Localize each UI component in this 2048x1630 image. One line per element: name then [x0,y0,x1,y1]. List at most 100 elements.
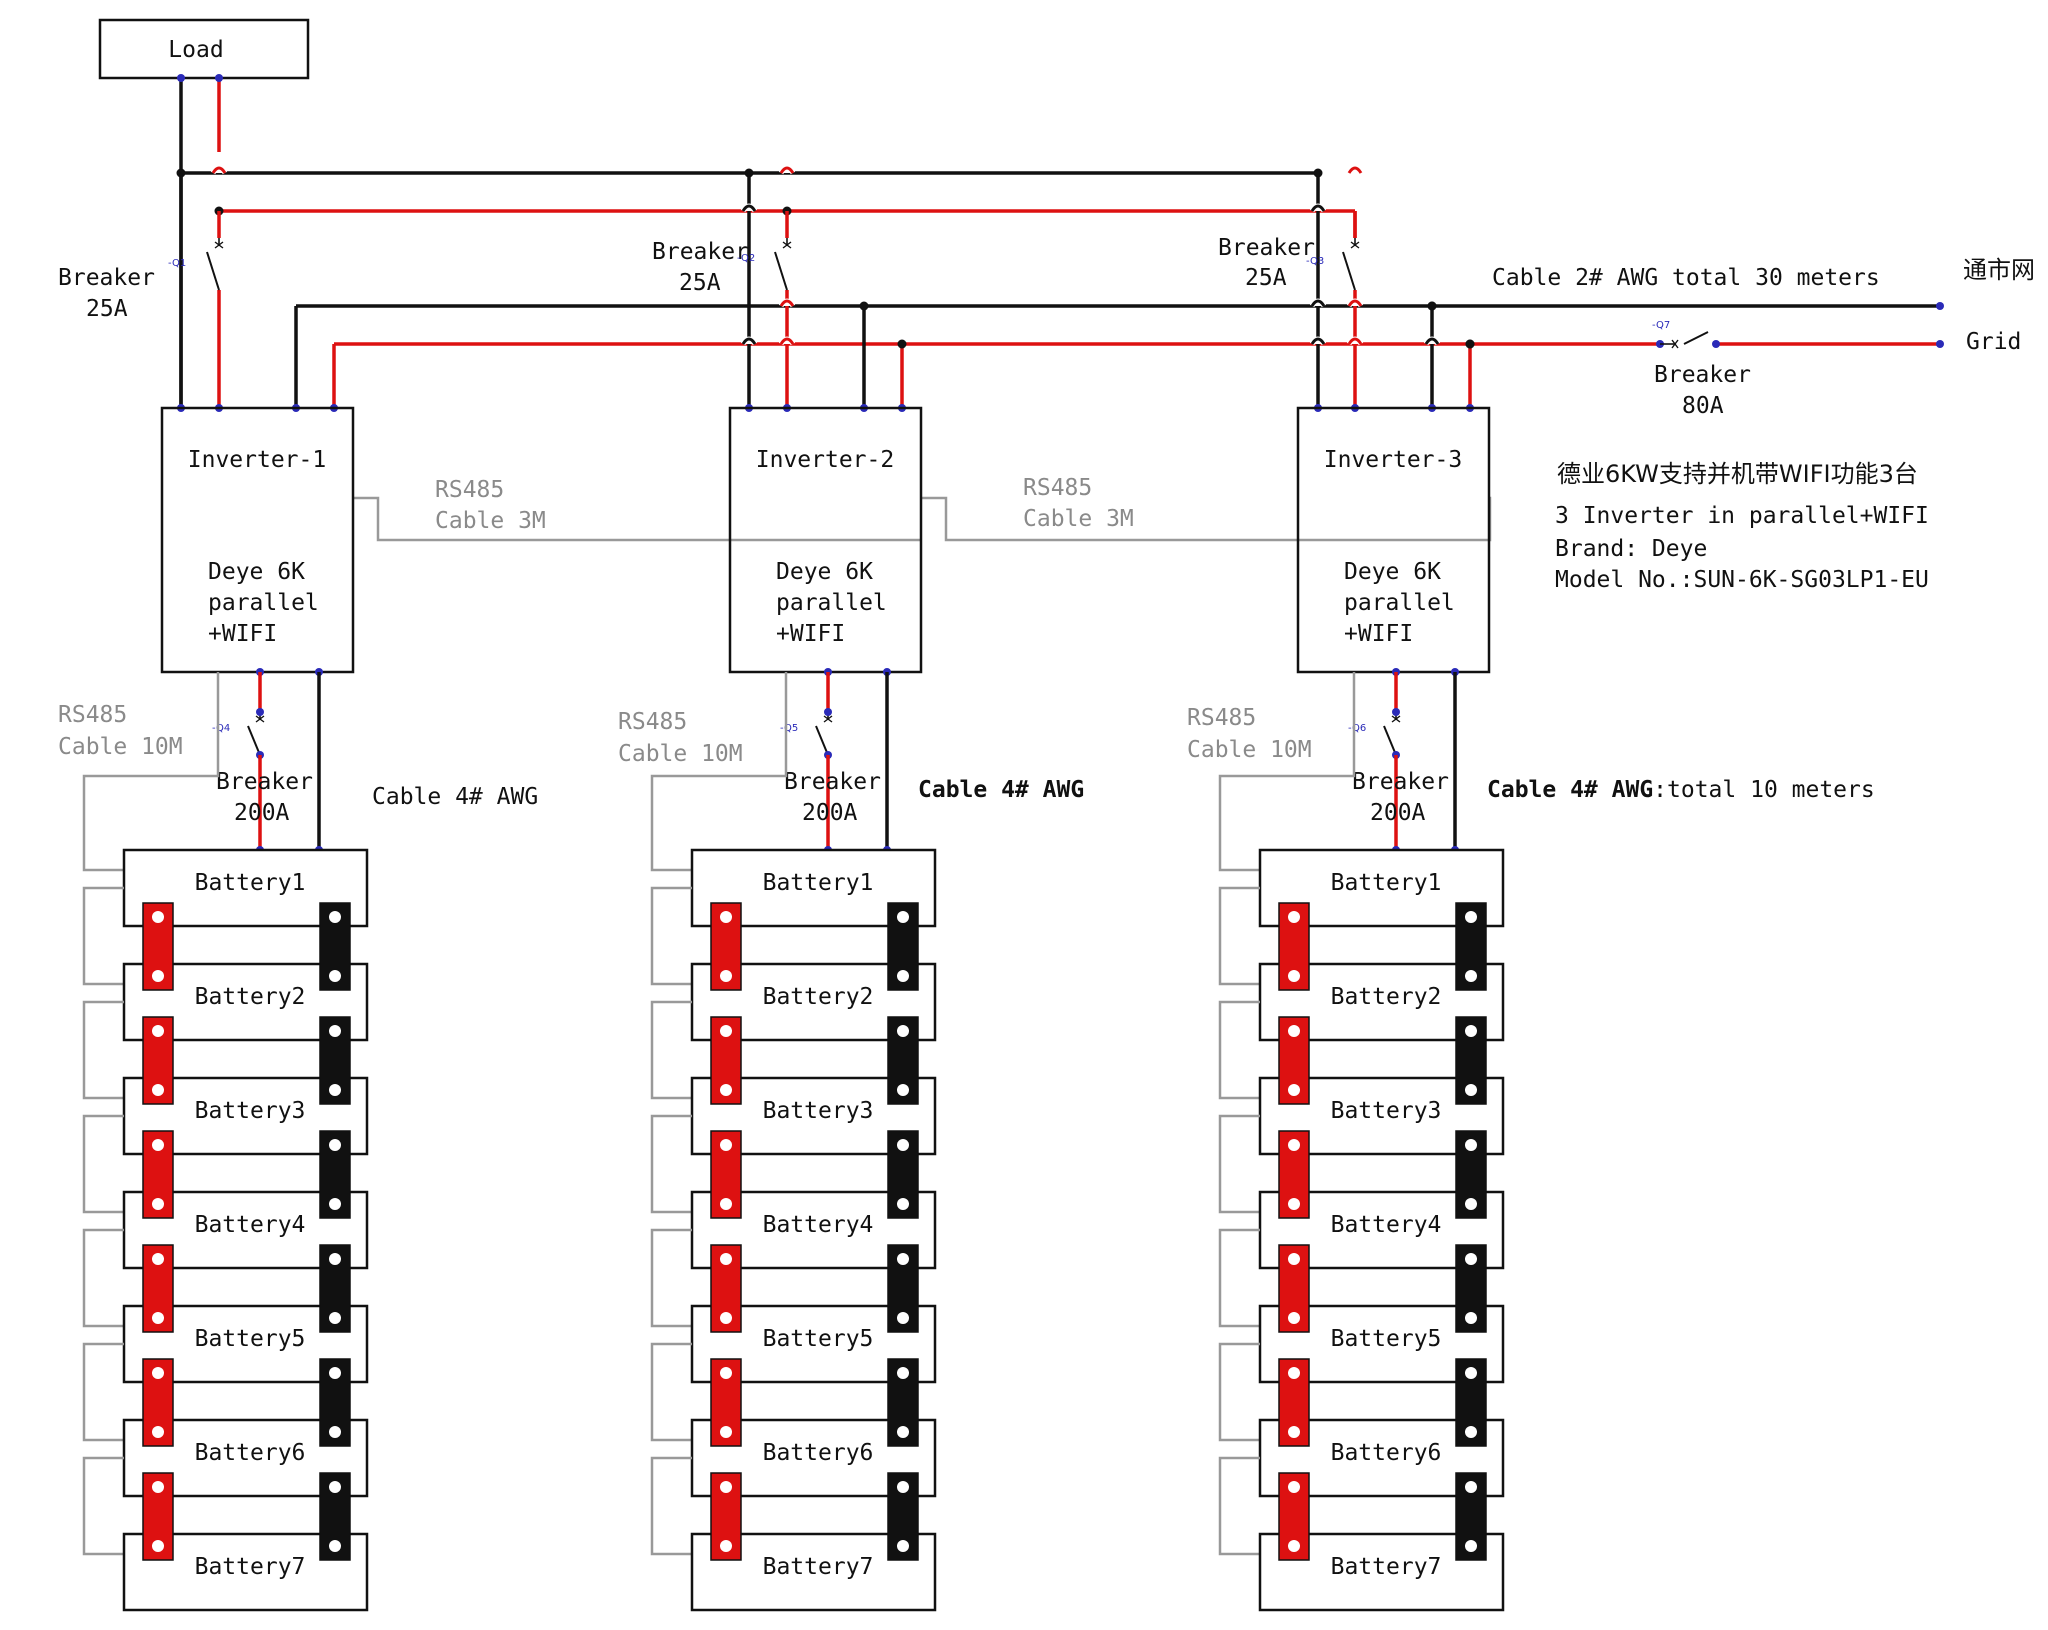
terminal-bolt [329,1025,341,1037]
terminal-bolt [329,1540,341,1552]
junction-node [215,74,223,82]
terminal-bolt [720,1540,732,1552]
battery-label: Battery2 [1331,984,1442,1010]
inverter-desc-line: +WIFI [1344,621,1413,647]
terminal-bolt [1465,1540,1477,1552]
info-title-cn: 德业6KW支持并机带WIFI功能3台 [1557,460,1918,488]
crossover-hump [1424,337,1440,345]
terminal-bolt [329,1312,341,1324]
terminal-bolt [1465,1312,1477,1324]
battery-comm-link [1218,1342,1260,1442]
terminal-bolt [897,1253,909,1265]
breaker-blade [247,725,261,756]
dc-breaker-symbol [1383,712,1401,756]
dc-cable-prefix: Cable 4# AWG [372,784,538,810]
inverter-desc-line: Deye 6K [776,559,873,585]
crossover-hump [741,204,757,212]
terminal-bolt [897,1540,909,1552]
junction-node [1936,302,1944,310]
battery-label: Battery3 [1331,1098,1442,1124]
ac-breaker-label: Breaker [58,265,155,291]
dc-breaker-label: Breaker [216,769,313,795]
terminal-bolt [1288,1084,1300,1096]
ac-breaker-label: Breaker [652,239,749,265]
rs485-link-label: RS485 [1023,475,1092,501]
dc-cable-label: Cable 4# AWG:total 10 meters [1487,777,1875,803]
battery-comm-link [82,1000,124,1100]
junction-node [177,74,185,82]
inverter-name: Inverter-1 [188,447,326,473]
breaker-x [214,241,224,249]
crossover-hump [1310,204,1326,212]
rs485-battery [650,672,788,872]
grid-label: Grid [1966,329,2021,355]
breaker-x [1350,241,1360,249]
crossover-hump [779,166,795,174]
terminal-bolt [152,1481,164,1493]
terminal-bolt [329,1139,341,1151]
terminal-bolt [720,1426,732,1438]
terminal-bolt [720,911,732,923]
terminal-bolt [720,1025,732,1037]
terminal-bolt [1465,1367,1477,1379]
junction-dot [1465,339,1475,349]
battery-label: Battery6 [1331,1440,1442,1466]
terminal-bolt [1465,1139,1477,1151]
battery-comm-link [82,1228,124,1328]
terminal-bolt [897,1084,909,1096]
crossover-hump [741,337,757,345]
grid-breaker-label: Breaker [1654,362,1751,388]
inverter-name: Inverter-3 [1324,447,1462,473]
battery-comm-link [650,1114,692,1214]
breaker-x [823,715,833,723]
terminal-bolt [152,1253,164,1265]
battery-comm-link [82,1114,124,1214]
terminal-bolt [329,1084,341,1096]
terminal-bolt [1288,1139,1300,1151]
load-label: Load [168,37,223,63]
ac-breaker-rating: 25A [679,270,721,296]
battery-label: Battery5 [1331,1326,1442,1352]
terminal-bolt [1288,1312,1300,1324]
dc-breaker-symbol [815,712,833,756]
breaker-blade [774,251,788,291]
battery-label: Battery4 [763,1212,874,1238]
terminal-bolt [1288,1253,1300,1265]
ac-breaker-tag: -Q3 [1306,256,1324,267]
terminal-bolt [152,1312,164,1324]
inverter-desc-line: +WIFI [208,621,277,647]
inverter-desc-line: parallel [1344,590,1455,616]
rs485-battery-label: RS485 [1187,705,1256,731]
rs485-battery-label: RS485 [618,709,687,735]
rs485-link-cable: Cable 3M [1023,506,1134,532]
dc-cable-suffix: :total 10 meters [1653,777,1875,803]
terminal-bolt [720,1253,732,1265]
dc-cable-prefix: Cable 4# AWG [918,777,1084,803]
terminal-bolt [897,1025,909,1037]
ac-breaker-rating: 25A [1245,265,1287,291]
battery-comm-link [1218,1000,1260,1100]
battery-comm-link [1218,886,1260,986]
terminal-bolt [897,911,909,923]
terminal-bolt [152,1367,164,1379]
breaker-blade [815,725,829,756]
terminal-bolt [329,1481,341,1493]
terminal-bolt [720,1084,732,1096]
terminal-bolt [152,1139,164,1151]
crossover-hump [779,337,795,345]
dc-breaker-tag: -Q6 [1348,723,1366,734]
terminal-bolt [720,1139,732,1151]
info-line-3: Model No.:SUN-6K-SG03LP1-EU [1555,567,1929,593]
breaker-blade [1383,725,1397,756]
terminal-bolt [720,1198,732,1210]
terminal-bolt [1465,1198,1477,1210]
terminal-bolt [1288,1198,1300,1210]
rs485-battery-cable: Cable 10M [618,741,743,767]
terminal-bolt [897,1312,909,1324]
terminal-bolt [1465,911,1477,923]
dc-cable-label: Cable 4# AWG [372,784,538,810]
terminal-bolt [1465,1253,1477,1265]
rs485-battery-cable: Cable 10M [1187,737,1312,763]
inverter-desc-line: Deye 6K [208,559,305,585]
